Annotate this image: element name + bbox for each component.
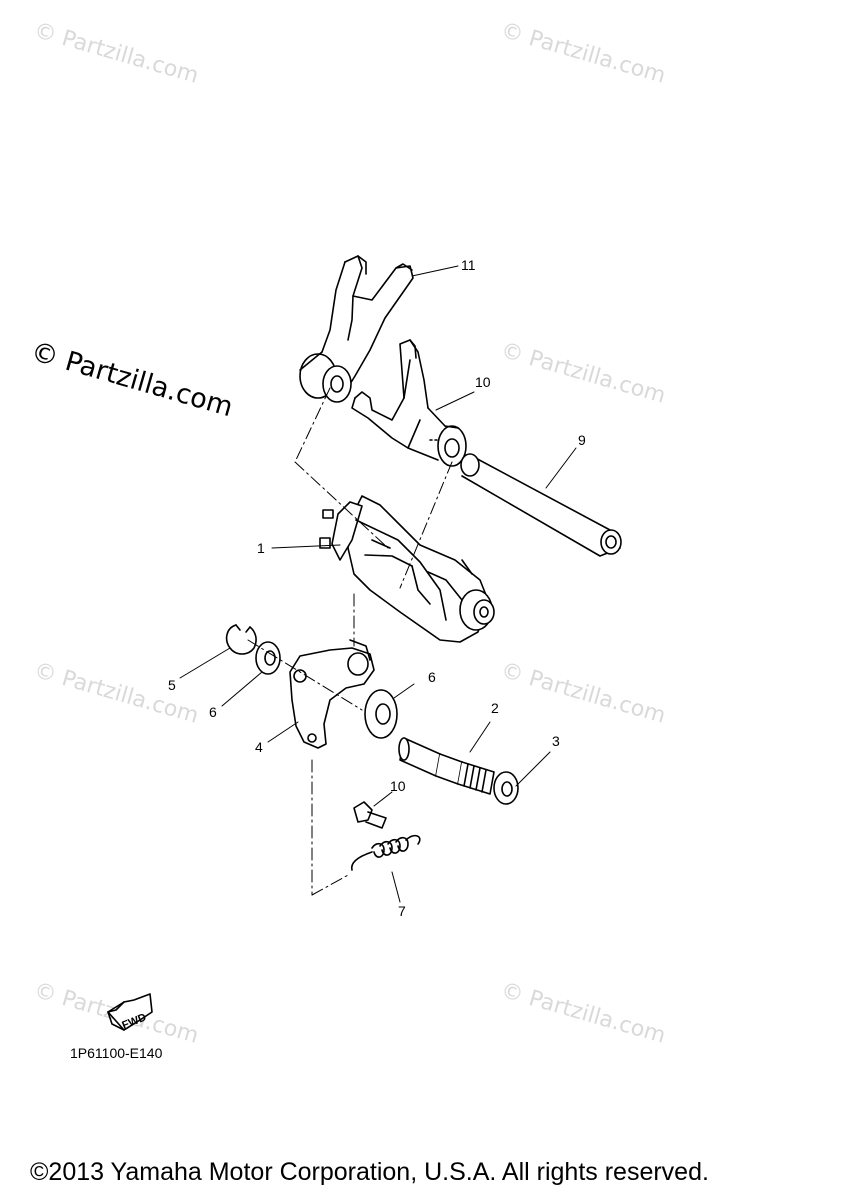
- callout-11: 11: [461, 257, 476, 273]
- washer-6-right: [364, 689, 398, 739]
- shift-fork-11: [299, 255, 414, 403]
- fwd-arrow-icon: [107, 993, 153, 1031]
- callout-10: 10: [475, 374, 491, 390]
- assembly-lines: [247, 387, 453, 896]
- stopper-lever-4: [289, 639, 375, 749]
- spring-7: [350, 834, 421, 871]
- washer-3: [493, 771, 519, 805]
- callout-8: 10: [390, 778, 406, 794]
- callout-4: 4: [255, 739, 263, 755]
- callout-6: 6: [209, 704, 217, 720]
- washer-6-left: [255, 641, 281, 675]
- bolt-2: [398, 737, 495, 795]
- diagram-code: 1P61100-E140: [70, 1045, 163, 1061]
- circlip-5: [225, 624, 257, 655]
- bolt-8: [353, 801, 387, 829]
- callout-2: 2: [491, 700, 499, 716]
- leader-lines: [179, 265, 577, 903]
- callout-3: 3: [552, 733, 560, 749]
- shift-fork-shaft-9: [460, 453, 622, 557]
- callout-1: 1: [257, 540, 265, 556]
- shift-drum-1: [319, 495, 495, 643]
- callout-9: 9: [578, 432, 586, 448]
- copyright-notice: ©2013 Yamaha Motor Corporation, U.S.A. A…: [30, 1158, 709, 1186]
- callout-6: 6: [428, 669, 436, 685]
- callout-7: 7: [398, 903, 406, 919]
- shift-fork-10: [351, 339, 467, 467]
- callout-5: 5: [168, 677, 176, 693]
